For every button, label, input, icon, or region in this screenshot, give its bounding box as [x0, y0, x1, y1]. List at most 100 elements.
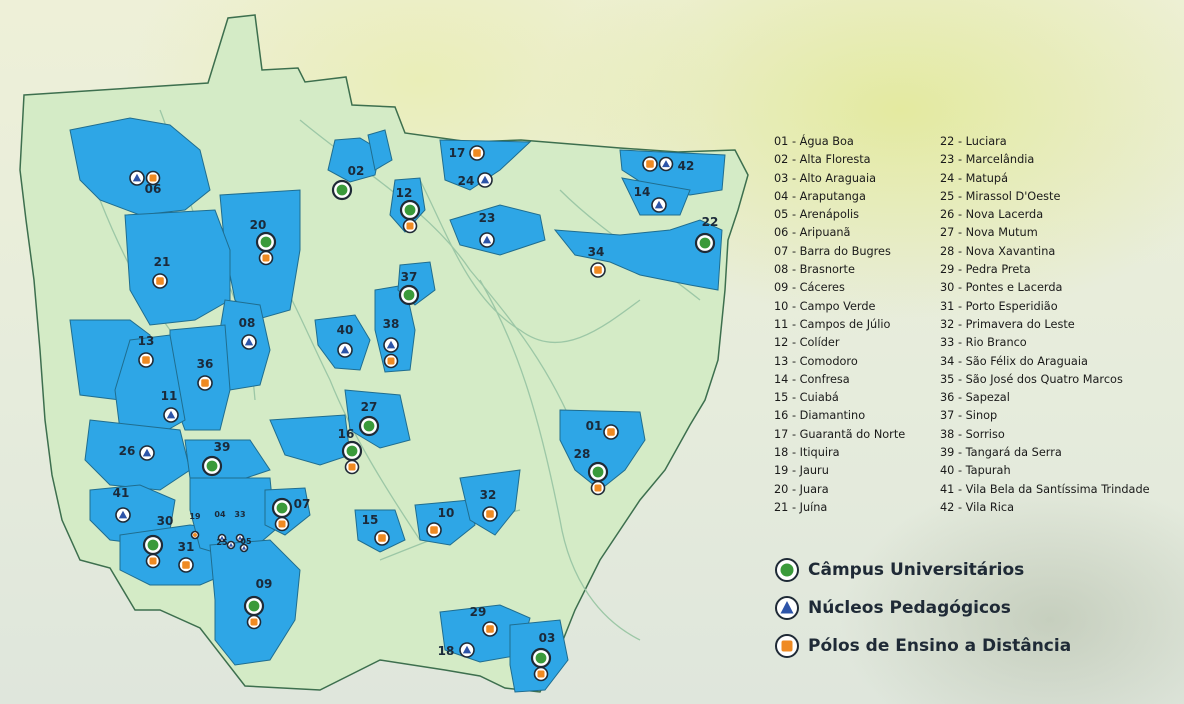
municipality-list-item: 30 - Pontes e Lacerda — [940, 281, 1063, 295]
municipality-list-item: 24 - Matupá — [940, 171, 1008, 185]
polo-marker-icon — [374, 530, 390, 546]
nucleo-marker-icon — [477, 172, 493, 188]
polo-marker-icon — [145, 553, 161, 569]
marker-42: 42 — [642, 156, 695, 173]
polo-marker-icon — [603, 424, 619, 440]
marker-30: 30 — [142, 514, 173, 569]
legend-item-campus: Câmpus Universitários — [774, 551, 1154, 589]
marker-label: 42 — [678, 159, 695, 173]
marker-label: 40 — [337, 323, 354, 337]
marker-01: 01 — [586, 419, 619, 440]
campus-marker-icon — [694, 232, 716, 254]
marker-label: 32 — [480, 488, 497, 502]
marker-label: 38 — [383, 317, 400, 331]
municipality-list-item: 17 - Guarantã do Norte — [774, 427, 906, 441]
polo-marker-icon — [426, 522, 442, 538]
nucleo-marker-icon — [383, 337, 399, 353]
municipality-list-item: 36 - Sapezal — [940, 391, 1010, 405]
polo-marker-icon — [469, 145, 485, 161]
marker-11: 11 — [161, 389, 179, 423]
marker-21: 21 — [152, 255, 170, 289]
marker-label: 25 — [216, 538, 228, 547]
legend-item-nucleo: Núcleos Pedagógicos — [774, 589, 1154, 627]
marker-label: 02 — [348, 164, 365, 178]
marker-label: 31 — [178, 540, 195, 554]
marker-label: 15 — [362, 513, 379, 527]
nucleo-marker-icon — [459, 642, 475, 658]
marker-04: 04 — [214, 510, 227, 543]
marker-03: 03 — [530, 631, 555, 682]
legend-label-polo: Pólos de Ensino a Distância — [808, 636, 1072, 656]
polo-marker-icon — [246, 614, 262, 630]
municipality-list-item: 04 - Araputanga — [774, 189, 866, 203]
municipality-list-item: 18 - Itiquira — [774, 446, 840, 460]
polo-marker-icon — [590, 480, 606, 496]
marker-label: 01 — [586, 419, 603, 433]
marker-label: 13 — [138, 334, 155, 348]
municipality-list-item: 37 - Sinop — [940, 409, 998, 423]
polo-marker-icon — [642, 156, 658, 172]
marker-label: 06 — [145, 182, 162, 196]
municipality-list-item: 02 - Alta Floresta — [774, 153, 871, 167]
nucleo-marker-icon — [479, 232, 495, 248]
polo-marker-icon — [590, 262, 606, 278]
municipality-list-item: 31 - Porto Esperidião — [940, 299, 1058, 313]
nucleo-marker-icon — [337, 342, 353, 358]
polo-marker-icon — [197, 375, 213, 391]
marker-31: 31 — [178, 540, 195, 573]
marker-label: 10 — [438, 506, 455, 520]
marker-15: 15 — [362, 513, 390, 546]
marker-label: 29 — [470, 605, 487, 619]
municipality-list-item: 07 - Barra do Bugres — [774, 244, 891, 258]
nucleo-marker-icon — [217, 533, 227, 543]
marker-label: 08 — [239, 316, 256, 330]
polo-marker-icon — [482, 506, 498, 522]
municipality-list-item: 41 - Vila Bela da Santíssima Trindade — [940, 482, 1150, 496]
campus-marker-icon — [587, 461, 609, 483]
marker-label: 41 — [113, 486, 130, 500]
legend-label-campus: Câmpus Universitários — [808, 560, 1025, 580]
municipality-list-item: 34 - São Félix do Araguaia — [940, 354, 1088, 368]
polo-marker-icon — [190, 530, 200, 540]
marker-29: 29 — [470, 605, 498, 637]
municipality-list-item: 39 - Tangará da Serra — [940, 446, 1062, 460]
marker-41: 41 — [113, 486, 131, 523]
marker-10: 10 — [426, 506, 455, 538]
orange-square-icon — [775, 634, 799, 658]
municipality-list-item: 40 - Tapurah — [940, 464, 1011, 478]
polo-marker-icon — [533, 666, 549, 682]
campus-marker-icon — [271, 497, 293, 519]
polo-marker-icon — [274, 516, 290, 532]
marker-05: 05 — [239, 537, 252, 553]
marker-34: 34 — [588, 245, 606, 278]
marker-label: 34 — [588, 245, 605, 259]
marker-07: 07 — [271, 497, 310, 532]
marker-label: 16 — [338, 427, 355, 441]
municipality-list-item: 28 - Nova Xavantina — [940, 244, 1056, 258]
marker-33: 33 — [234, 510, 246, 543]
marker-label: 11 — [161, 389, 178, 403]
municipality-list-item: 22 - Luciara — [940, 135, 1007, 148]
green-circle-icon — [775, 558, 799, 582]
polo-marker-icon — [383, 353, 399, 369]
municipality-list-item: 12 - Colíder — [774, 336, 840, 350]
nucleo-marker-icon — [226, 540, 236, 550]
municipality-list-item: 35 - São José dos Quatro Marcos — [940, 372, 1123, 386]
polo-marker-icon — [138, 352, 154, 368]
marker-label: 04 — [214, 510, 226, 519]
nucleo-marker-icon — [235, 533, 245, 543]
marker-label: 33 — [234, 510, 245, 519]
marker-06: 06 — [129, 170, 162, 196]
marker-24: 24 — [458, 172, 493, 188]
campus-marker-icon — [331, 179, 353, 201]
marker-32: 32 — [480, 488, 498, 522]
blue-triangle-icon — [775, 596, 799, 620]
marker-label: 14 — [634, 185, 651, 199]
marker-12: 12 — [396, 186, 421, 234]
marker-label: 09 — [256, 577, 273, 591]
polo-marker-icon — [344, 459, 360, 475]
marker-18: 18 — [438, 642, 475, 658]
municipality-list-item: 21 - Juína — [774, 500, 828, 514]
municipality-list-item: 01 - Água Boa — [774, 135, 854, 148]
